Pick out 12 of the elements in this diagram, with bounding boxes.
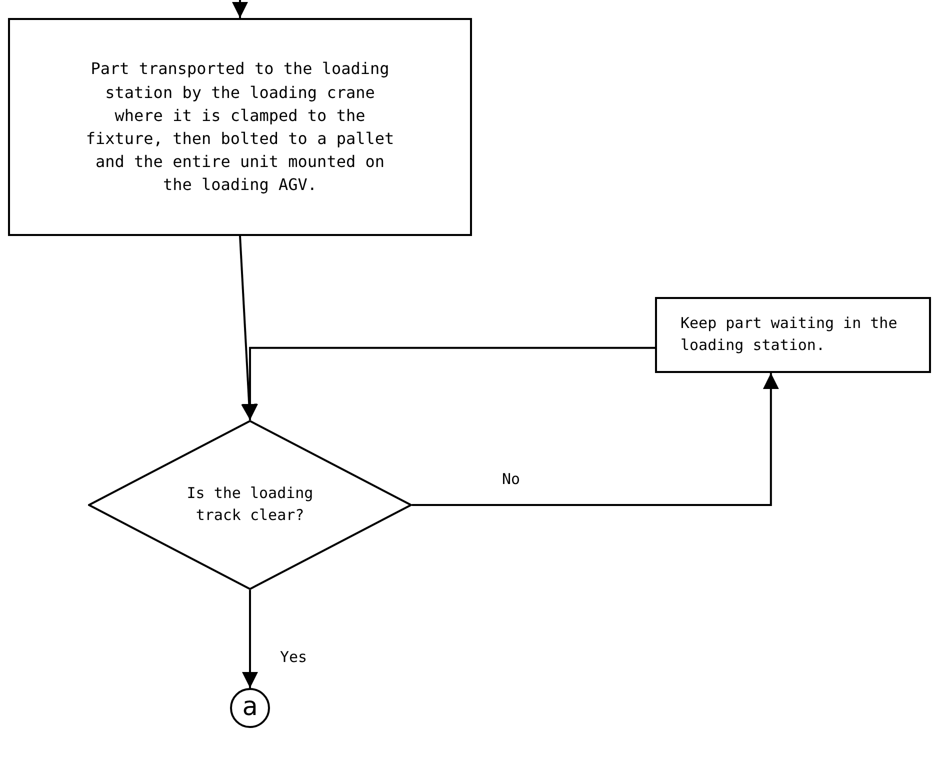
node-text: Keep part waiting in the loading station. xyxy=(680,313,898,356)
arrow xyxy=(239,236,258,420)
connector-circle xyxy=(230,688,270,728)
node-text: Part transported to the loading station by the loading crane where it is clamped to the fixture, then bolted to a pallet and the entire unit mounted on the loading AGV. xyxy=(85,58,395,196)
process-box xyxy=(8,18,472,236)
process-box xyxy=(655,297,931,373)
arrow xyxy=(412,373,779,506)
arrow xyxy=(232,0,248,18)
node-text: a xyxy=(242,691,258,724)
arrow xyxy=(242,590,258,688)
arrow xyxy=(242,346,655,420)
node-text: Is the loading track clear? xyxy=(186,483,314,526)
